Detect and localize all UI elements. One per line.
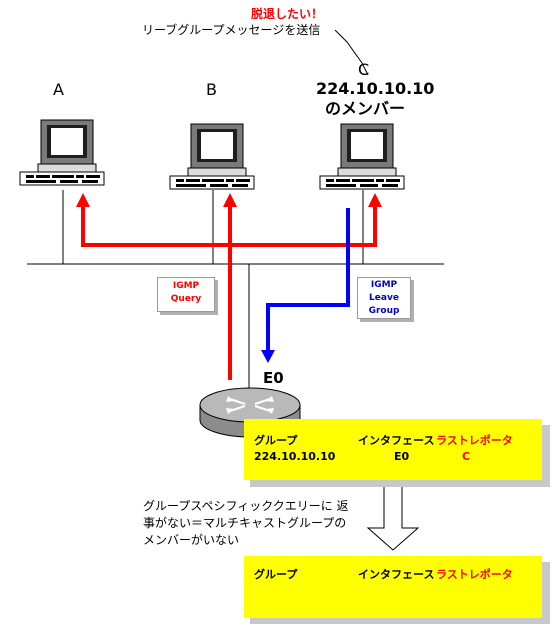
explanation-line3: メンバーがいない [143,533,240,547]
table-before-cell-interface: E0 [394,450,410,463]
explanation-line1: グループスペシフィッククエリーに 返 [143,499,349,513]
igmp-leave-line2: Leave [369,293,399,303]
igmp-query-line2: Query [170,294,202,304]
table-before-cell-reporter: C [462,450,471,463]
igmp-leave-arrow [261,208,350,363]
table-after-header-reporter: ラストレポータ [436,568,513,581]
igmp-query-line1: IGMP [172,281,200,291]
group-member-caption: のメンバー [325,99,406,118]
note-subtitle: リーブグループメッセージを送信 [142,23,321,37]
transition-arrow-icon [366,481,420,551]
table-before-cell-group: 224.10.10.10 [254,450,336,463]
host-a-label: A [53,80,64,99]
group-address-label: 224.10.10.10 [316,79,435,98]
igmp-leave-line3: Group [368,306,400,316]
table-after-header-interface: インタフェース [358,568,435,581]
host-b-label: B [206,80,217,99]
table-before: グループ インタフェース ラストレポータ 224.10.10.10 E0 C [244,419,542,480]
igmp-query-arrows [76,193,382,380]
host-b-computer-icon [169,123,255,190]
table-before-header-interface: インタフェース [358,434,435,447]
note-leader-line [334,29,369,76]
note-title: 脱退したい！ [251,7,324,21]
table-before-header-reporter: ラストレポータ [436,434,513,447]
table-after-header-group: グループ [254,568,298,581]
table-before-header-group: グループ [254,434,298,447]
table-after: グループ インタフェース ラストレポータ [244,556,542,618]
igmp-leave-callout: IGMP Leave Group [357,277,411,319]
host-c-label: C [358,60,370,79]
explanation-line2: 事がない＝マルチキャストグループの [143,516,347,530]
router-interface-label: E0 [263,369,284,387]
host-c-computer-icon [319,123,405,190]
host-a-computer-icon [19,119,105,186]
igmp-leave-line1: IGMP [370,280,398,290]
igmp-query-callout: IGMP Query [157,277,215,312]
